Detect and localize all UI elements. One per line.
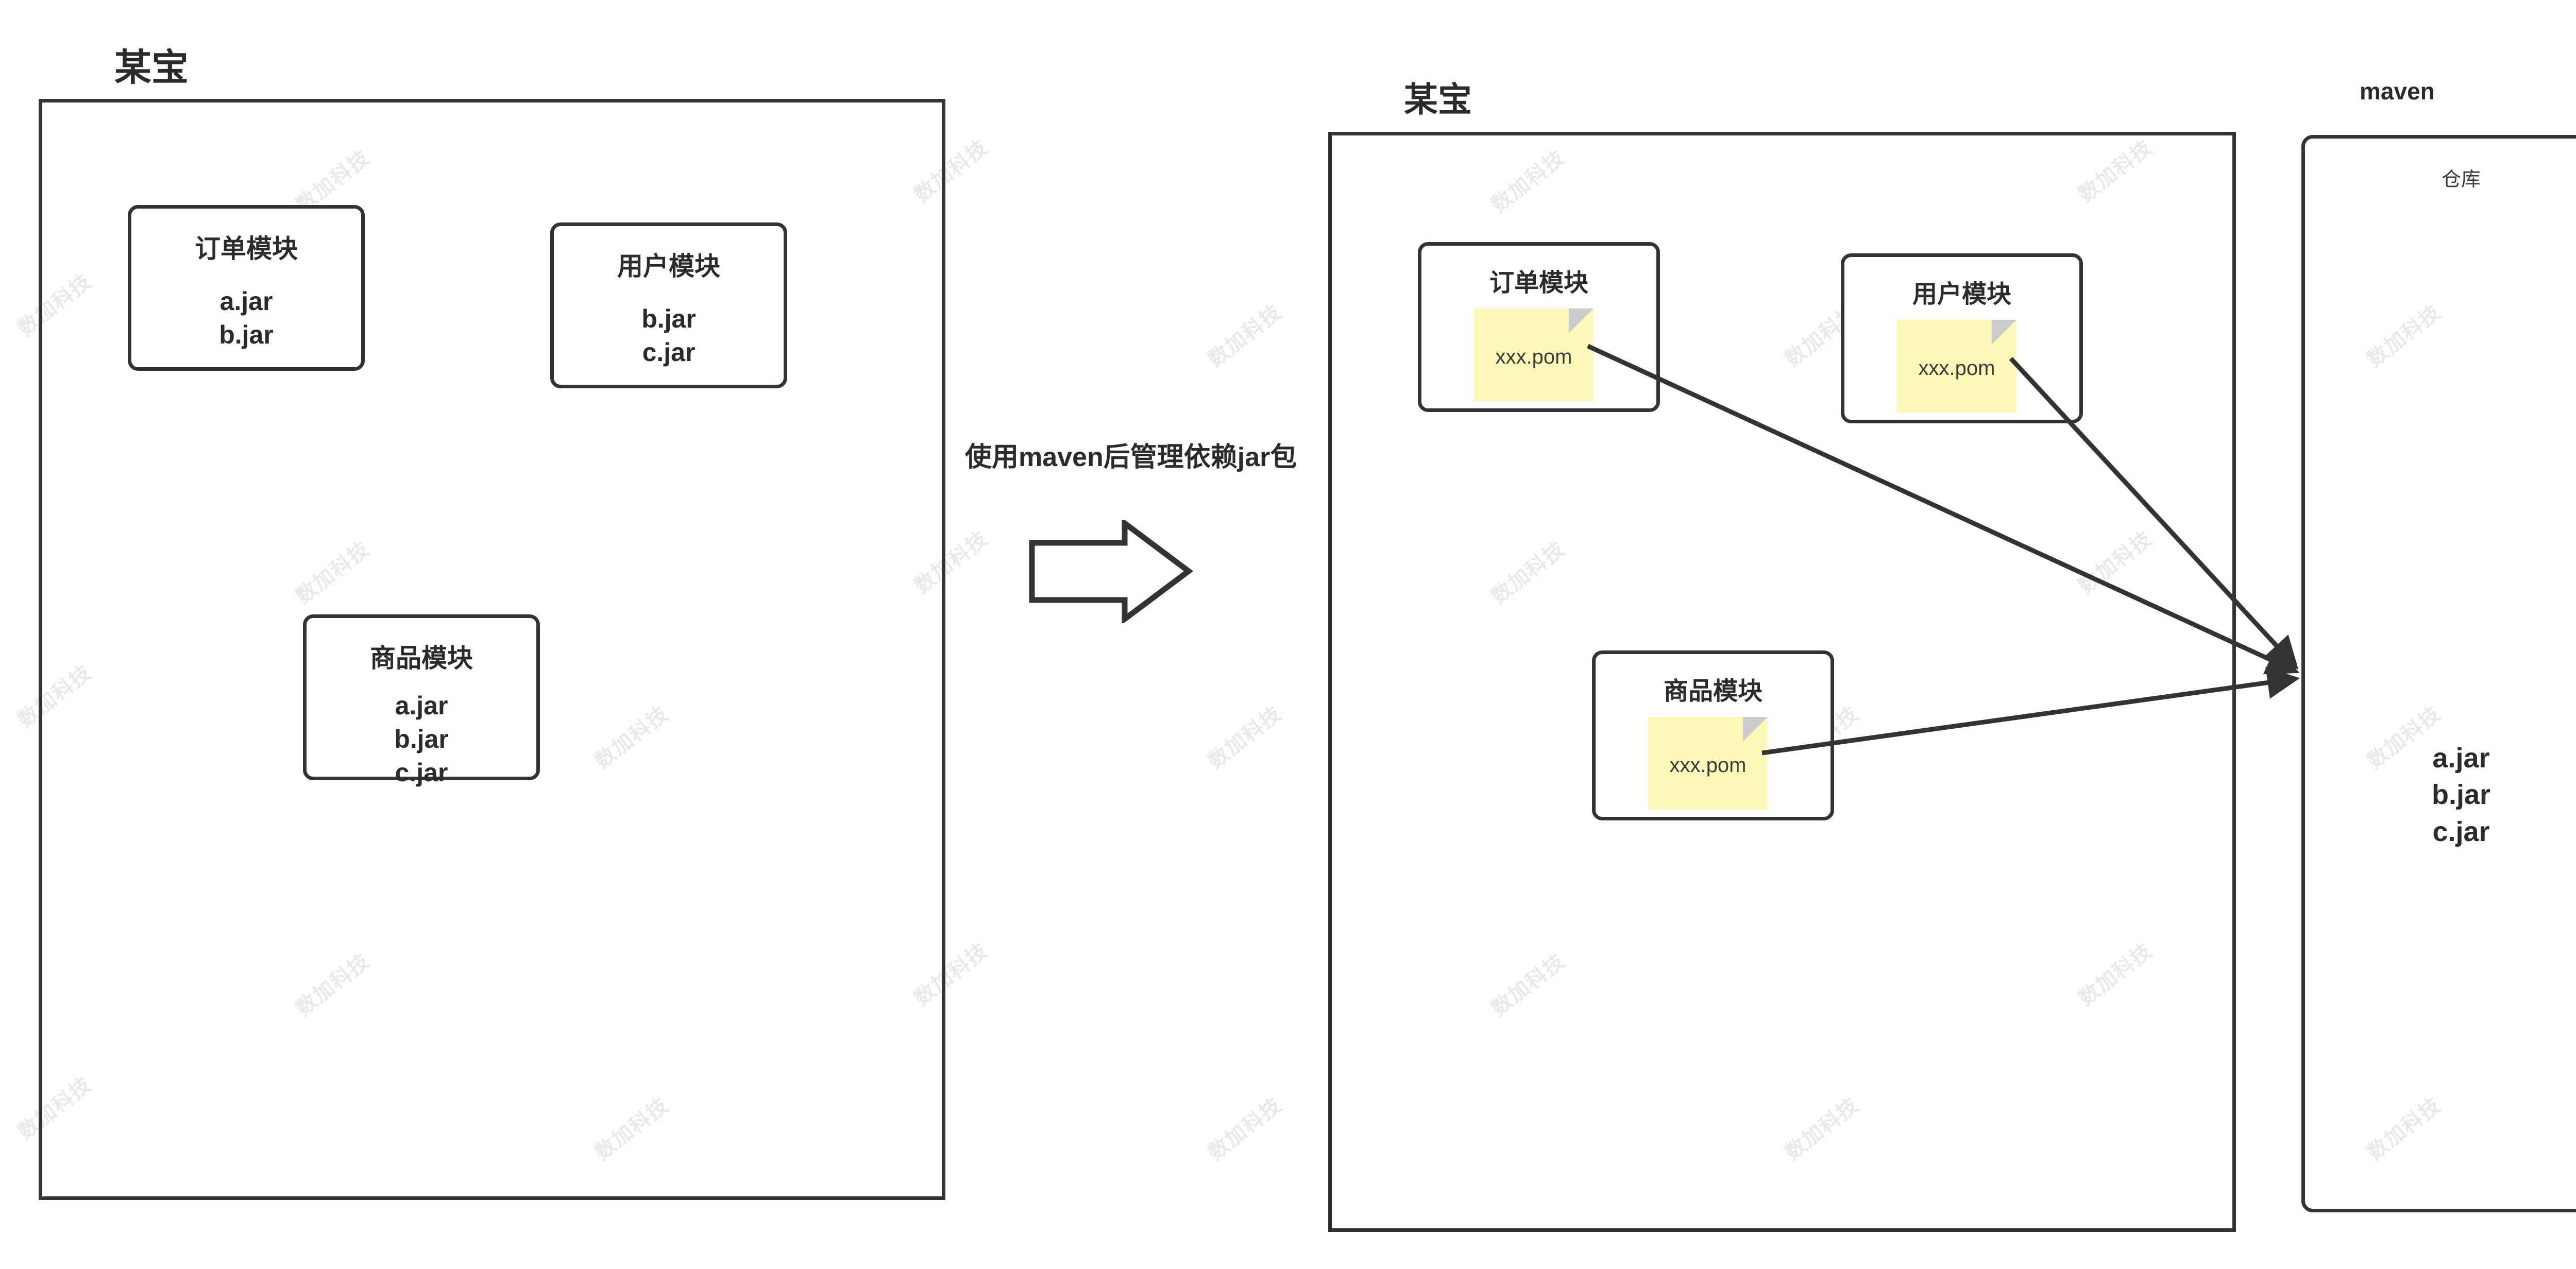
after-module-user-title: 用户模块: [1912, 281, 2011, 308]
watermark-text: 数加科技: [1204, 1093, 1286, 1165]
maven-repository-jars: a.jar b.jar c.jar: [2305, 740, 2576, 850]
jar-item: a.jar: [219, 287, 273, 316]
before-module-order-title: 订单模块: [195, 234, 298, 263]
after-module-product-title: 商品模块: [1663, 678, 1762, 705]
before-module-user-title: 用户模块: [617, 252, 720, 281]
before-module-order-jars: a.jar b.jar: [131, 285, 361, 352]
right-block-arrow-icon: [1029, 520, 1194, 623]
page-fold-icon: [1569, 308, 1594, 333]
after-module-order[interactable]: 订单模块 xxx.pom: [1418, 242, 1660, 412]
transition-caption: 使用maven后管理依赖jar包: [965, 442, 1297, 472]
after-module-product-pom-note[interactable]: xxx.pom: [1648, 717, 1768, 810]
after-module-order-title: 订单模块: [1489, 269, 1588, 297]
after-panel-title: 某宝: [1404, 80, 1472, 118]
before-module-order[interactable]: 订单模块 a.jar b.jar: [128, 205, 365, 371]
jar-item: b.jar: [641, 304, 696, 333]
after-module-user[interactable]: 用户模块 xxx.pom: [1841, 253, 2083, 423]
after-module-order-pom-label: xxx.pom: [1495, 346, 1572, 368]
jar-item: b.jar: [2431, 779, 2491, 811]
jar-item: b.jar: [219, 320, 274, 349]
jar-item: a.jar: [2432, 743, 2490, 774]
jar-item: b.jar: [394, 725, 449, 753]
before-module-product-jars: a.jar b.jar c.jar: [307, 689, 536, 790]
maven-repository-panel: 仓库 a.jar b.jar c.jar: [2301, 135, 2576, 1212]
watermark-text: 数加科技: [1204, 300, 1286, 372]
after-module-order-pom-note[interactable]: xxx.pom: [1474, 308, 1594, 401]
jar-item: c.jar: [2432, 816, 2490, 847]
page-fold-icon: [1992, 320, 2016, 345]
before-module-user[interactable]: 用户模块 b.jar c.jar: [550, 222, 787, 388]
maven-title: maven: [2360, 78, 2435, 105]
jar-item: c.jar: [395, 758, 448, 787]
watermark-text: 数加科技: [1204, 702, 1286, 774]
jar-item: c.jar: [642, 338, 696, 367]
before-panel-title: 某宝: [114, 47, 189, 89]
before-module-product-title: 商品模块: [370, 644, 473, 673]
after-module-user-pom-label: xxx.pom: [1918, 357, 1995, 380]
before-module-product[interactable]: 商品模块 a.jar b.jar c.jar: [303, 614, 540, 787]
jar-item: a.jar: [395, 691, 448, 720]
after-module-product-pom-label: xxx.pom: [1669, 754, 1747, 777]
maven-repository-label: 仓库: [2441, 169, 2481, 191]
before-company-panel: [39, 99, 945, 1200]
after-module-product[interactable]: 商品模块 xxx.pom: [1592, 650, 1834, 820]
after-module-user-pom-note[interactable]: xxx.pom: [1897, 320, 2016, 413]
before-module-user-jars: b.jar c.jar: [554, 302, 784, 369]
page-fold-icon: [1743, 717, 1768, 742]
